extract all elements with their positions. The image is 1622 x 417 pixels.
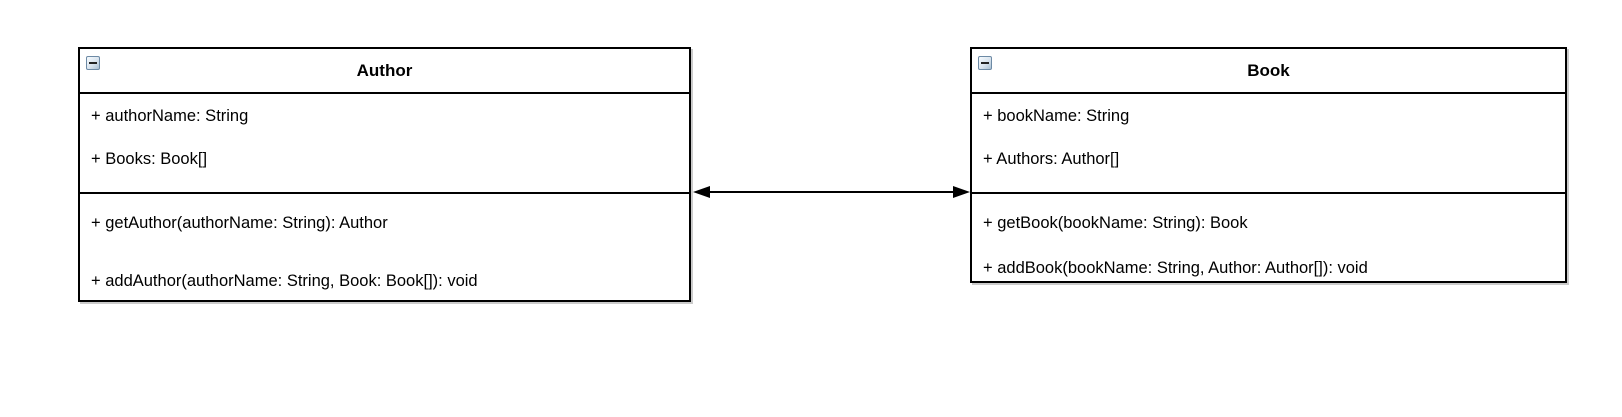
class-attribute: + authorName: String [91, 107, 249, 125]
class-box-book[interactable]: Book + bookName: String + Authors: Author… [970, 47, 1567, 283]
class-attribute: + Authors: Author[] [983, 150, 1120, 168]
class-method: + getBook(bookName: String): Book [983, 214, 1248, 232]
class-title-author: Author [356, 60, 413, 80]
class-methods-book: + getBook(bookName: String): Book + addBo… [972, 194, 1565, 301]
class-attributes-author: + authorName: String + Books: Book[] [80, 94, 689, 194]
class-attribute: + Books: Book[] [91, 150, 208, 168]
class-attributes-book: + bookName: String + Authors: Author[] [972, 94, 1565, 194]
class-header-book: Book [972, 49, 1565, 94]
collapse-icon[interactable] [86, 56, 100, 70]
class-attribute: + bookName: String [983, 107, 1130, 125]
minus-icon [981, 62, 989, 64]
collapse-icon[interactable] [978, 56, 992, 70]
class-method: + addAuthor(authorName: String, Book: Bo… [91, 272, 478, 290]
class-method: + getAuthor(authorName: String): Author [91, 214, 388, 232]
association-arrow-bidirectional[interactable] [693, 184, 970, 200]
class-method: + addBook(bookName: String, Author: Auth… [983, 259, 1368, 277]
class-header-author: Author [80, 49, 689, 94]
class-title-book: Book [1247, 60, 1290, 80]
minus-icon [89, 62, 97, 64]
class-box-author[interactable]: Author + authorName: String + Books: Book… [78, 47, 691, 302]
arrowhead-right-icon [953, 186, 970, 198]
class-methods-author: + getAuthor(authorName: String): Author +… [80, 194, 689, 327]
arrowhead-left-icon [693, 186, 710, 198]
